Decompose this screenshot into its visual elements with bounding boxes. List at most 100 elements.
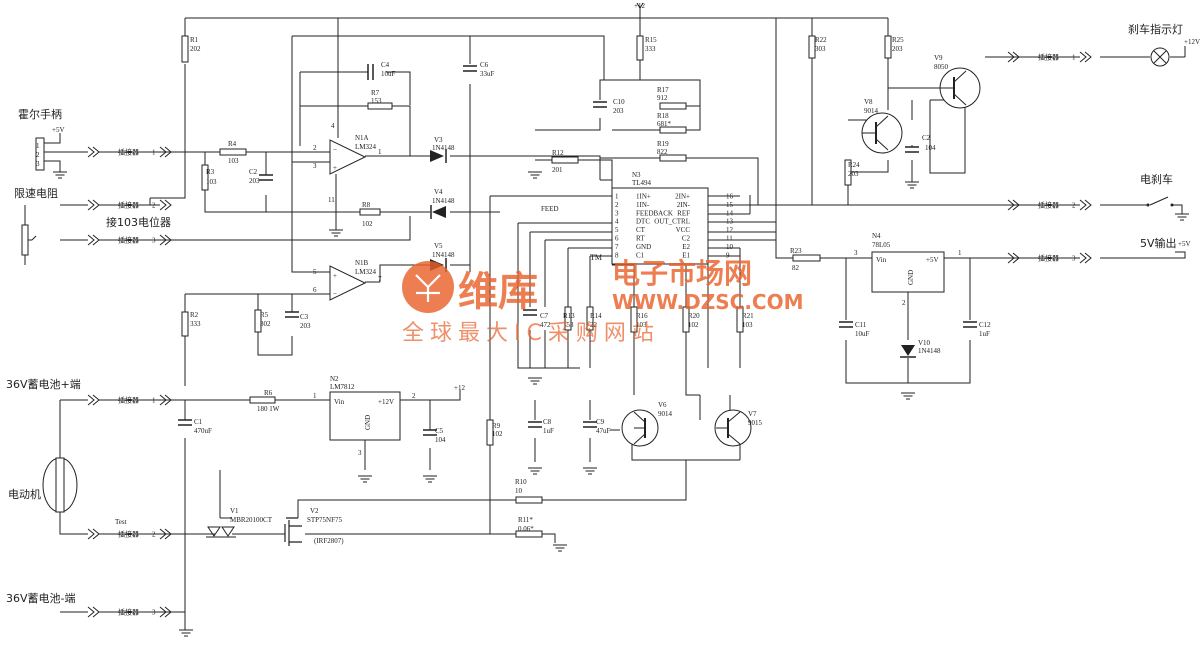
svg-text:302: 302 bbox=[260, 320, 271, 328]
svg-text:+5V: +5V bbox=[926, 256, 939, 264]
connector-label: 插接器 bbox=[118, 236, 139, 245]
connector-pin: 2 bbox=[152, 531, 156, 539]
svg-text:C12: C12 bbox=[979, 321, 991, 329]
label-brake-lamp: 刹车指示灯 bbox=[1128, 22, 1183, 36]
svg-text:103: 103 bbox=[228, 157, 239, 165]
tl494-pin-label-16: 16 bbox=[726, 193, 734, 201]
supply-arrows: +12 +12 +5V +12V bbox=[454, 2, 1200, 392]
connector-label: 插接器 bbox=[118, 148, 139, 157]
tl494-pin-label-14: 14 bbox=[726, 209, 734, 217]
connector-label: 插接器 bbox=[118, 396, 139, 405]
svg-text:102: 102 bbox=[492, 430, 503, 438]
svg-text:(IRF2807): (IRF2807) bbox=[314, 537, 344, 545]
label-pot-103: 接103电位器 bbox=[106, 215, 171, 229]
svg-text:203: 203 bbox=[892, 45, 903, 53]
tl494-pin-name-15: 2IN- bbox=[677, 201, 691, 209]
svg-text:333: 333 bbox=[645, 45, 656, 53]
svg-text:V2: V2 bbox=[310, 507, 319, 515]
svg-text:R6: R6 bbox=[264, 389, 273, 397]
svg-text:LM7812: LM7812 bbox=[330, 383, 355, 391]
brake-lamp-icon bbox=[1150, 47, 1170, 67]
label-motor: 电动机 bbox=[8, 487, 41, 501]
svg-text:+5V: +5V bbox=[1178, 240, 1191, 248]
brake-switch-icon bbox=[1146, 196, 1174, 207]
svg-text:681*: 681* bbox=[657, 120, 672, 128]
svg-text:STP75NF75: STP75NF75 bbox=[307, 516, 343, 524]
svg-text:−: − bbox=[333, 146, 337, 154]
svg-text:−: − bbox=[333, 290, 337, 298]
svg-text:C2: C2 bbox=[922, 134, 931, 142]
tl494-pin-name-16: 2IN+ bbox=[675, 193, 690, 201]
connector-label: 插接器 bbox=[1038, 254, 1059, 263]
svg-text:9015: 9015 bbox=[748, 419, 763, 427]
svg-text:8050: 8050 bbox=[934, 63, 949, 71]
tl494-pin-label-6: 6 bbox=[615, 235, 619, 243]
connector-label: 插接器 bbox=[1038, 53, 1059, 62]
svg-text:1: 1 bbox=[36, 142, 40, 150]
connector-pin: 2 bbox=[152, 202, 156, 210]
svg-text:C1: C1 bbox=[194, 418, 203, 426]
svg-text:R11*: R11* bbox=[518, 516, 533, 524]
svg-text:203: 203 bbox=[613, 107, 624, 115]
svg-text:+12V: +12V bbox=[1184, 38, 1200, 46]
svg-text:WWW.DZSC.COM: WWW.DZSC.COM bbox=[612, 290, 804, 314]
svg-text:Vin: Vin bbox=[876, 256, 887, 264]
connector-label: 插接器 bbox=[1038, 201, 1059, 210]
svg-text:822: 822 bbox=[657, 148, 668, 156]
svg-text:201: 201 bbox=[552, 166, 563, 174]
connector-label: 插接器 bbox=[118, 530, 139, 539]
svg-text:C3: C3 bbox=[300, 313, 309, 321]
svg-text:0.06*: 0.06* bbox=[518, 525, 534, 533]
svg-text:R3: R3 bbox=[206, 168, 215, 176]
svg-text:+: + bbox=[333, 272, 337, 280]
label-battery-minus: 36V蓄电池-端 bbox=[6, 592, 76, 605]
svg-text:V8: V8 bbox=[864, 98, 873, 106]
hall-handle-connector: 123 +5V bbox=[35, 126, 65, 172]
svg-text:V5: V5 bbox=[434, 242, 443, 250]
svg-text:78L05: 78L05 bbox=[872, 241, 891, 249]
tl494-pin-name-5: CT bbox=[636, 226, 646, 234]
tl494-pin-name-14: REF bbox=[677, 209, 690, 217]
svg-text:33uF: 33uF bbox=[480, 70, 495, 78]
svg-text:R24: R24 bbox=[848, 161, 860, 169]
svg-text:C4: C4 bbox=[381, 61, 390, 69]
svg-text:203: 203 bbox=[300, 322, 311, 330]
svg-text:R1: R1 bbox=[190, 36, 199, 44]
svg-text:103: 103 bbox=[742, 321, 753, 329]
svg-text:R8: R8 bbox=[362, 201, 371, 209]
svg-text:4: 4 bbox=[331, 122, 335, 130]
svg-text:+12: +12 bbox=[634, 2, 645, 10]
svg-text:R21: R21 bbox=[742, 312, 754, 320]
connector-pin: 3 bbox=[152, 609, 156, 617]
svg-text:102: 102 bbox=[362, 220, 373, 228]
